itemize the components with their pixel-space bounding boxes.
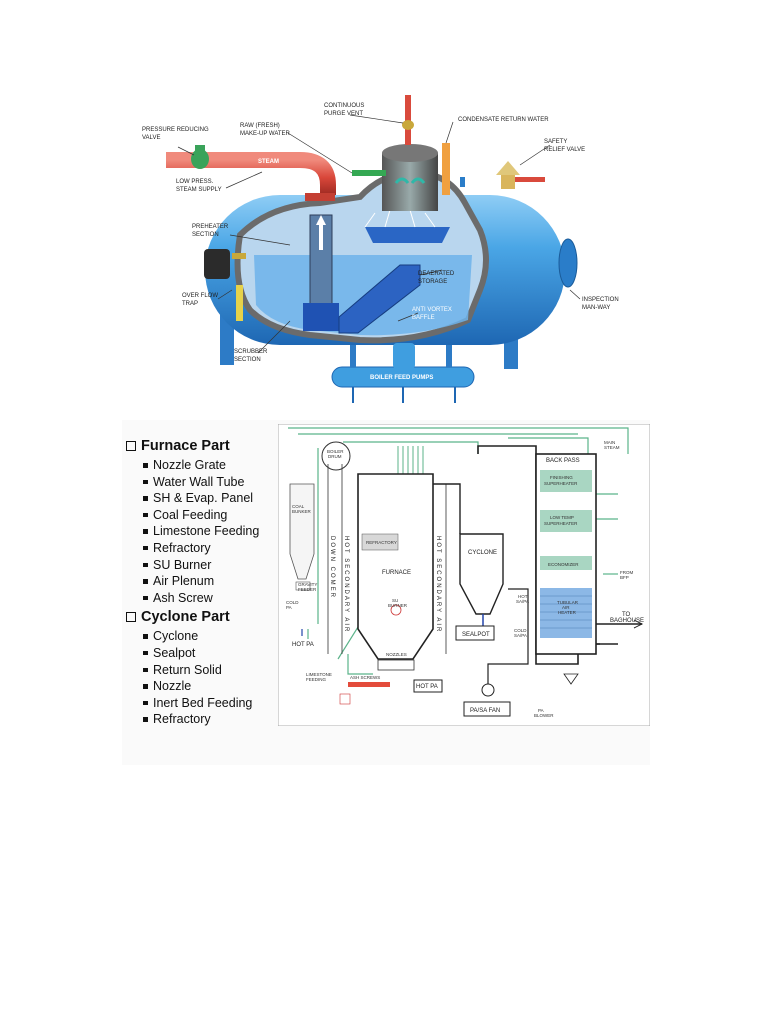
cyclone [459, 533, 504, 615]
list-item: Coal Feeding [126, 507, 276, 524]
label-ash-screws: ASH SCREWS [350, 675, 380, 680]
label-low-press-steam: LOW PRESS.STEAM SUPPLY [176, 179, 222, 193]
su-burner-icon [390, 604, 402, 616]
list-item: Air Plenum [126, 573, 276, 590]
furnace-shell [357, 473, 434, 660]
list-item: SU Burner [126, 557, 276, 574]
low-temp-superheater [540, 510, 592, 532]
section-title-furnace: Furnace Part [126, 436, 276, 456]
checkbox-bullet-icon [126, 441, 136, 451]
furnace-items: Nozzle Grate Water Wall Tube SH & Evap. … [126, 457, 276, 606]
list-item: Return Solid [126, 662, 276, 679]
refractory-panel [361, 533, 399, 551]
section-title-cyclone: Cyclone Part [126, 607, 276, 627]
label-back-pass: BACK PASS [546, 458, 580, 464]
boiler-drum [321, 441, 351, 471]
coal-bunker [289, 483, 315, 580]
tubular-air-heater [540, 588, 592, 638]
label-sealpot: SEALPOT [462, 632, 490, 638]
label-economizer: ECONOMIZER [548, 562, 579, 567]
list-item: Water Wall Tube [126, 474, 276, 491]
label-down-comer: DOWN COMER [329, 536, 335, 599]
list-item: Cyclone [126, 628, 276, 645]
anti-vortex-baffle [338, 264, 421, 334]
pa-sa-fan-icon [481, 683, 495, 697]
list-item: Inert Bed Feeding [126, 695, 276, 712]
cyclone-items: Cyclone Sealpot Return Solid Nozzle Iner… [126, 628, 276, 728]
list-item: Limestone Feeding [126, 523, 276, 540]
label-pa-sa-fan: PA/SA FAN [470, 708, 500, 714]
label-furnace: FURNACE [382, 570, 411, 576]
label-raw-makeup-water: RAW (FRESH)MAKE-UP WATER [240, 123, 291, 137]
list-item: Refractory [126, 540, 276, 557]
list-item: SH & Evap. Panel [126, 490, 276, 507]
overflow-trap [204, 249, 230, 279]
label-hot-secondary-air-left: HOT SECONDARY AIR [343, 536, 349, 633]
label-refractory: REFRACTORY [366, 540, 397, 545]
spray-tray [365, 227, 450, 243]
pressure-reducing-valve [191, 149, 209, 169]
list-item: Nozzle Grate [126, 457, 276, 474]
label-hot-secondary-air-right: HOT SECONDARY AIR [435, 536, 441, 633]
list-item: Ash Screw [126, 590, 276, 607]
safety-relief-valve [496, 161, 520, 175]
label-cyclone: CYCLONE [468, 550, 497, 556]
label-hot-pa-left: HOT PA [292, 642, 314, 648]
list-item: Sealpot [126, 645, 276, 662]
label-steam: STEAM [258, 159, 279, 165]
deaerator-dome [382, 153, 438, 211]
pa-sa-fan [463, 701, 511, 717]
label-nozzles: NOZZLES [386, 652, 407, 657]
list-item: Nozzle [126, 678, 276, 695]
label-hot-pa-bottom: HOT PA [416, 684, 438, 690]
sealpot [455, 625, 495, 641]
finishing-superheater [540, 470, 592, 492]
inspection-manway [558, 238, 578, 288]
component-list: Furnace Part Nozzle Grate Water Wall Tub… [126, 436, 276, 728]
condensate-pipe [442, 143, 450, 195]
steam-pipe [166, 152, 336, 195]
list-item: Refractory [126, 711, 276, 728]
makeup-water-pipe [352, 170, 386, 176]
label-boiler-feed-pumps: BOILER FEED PUMPS [370, 375, 433, 381]
checkbox-bullet-icon [126, 612, 136, 623]
ash-screws [348, 682, 390, 687]
economizer [540, 556, 592, 570]
label-condensate-return: CONDENSATE RETURN WATER [458, 117, 549, 123]
